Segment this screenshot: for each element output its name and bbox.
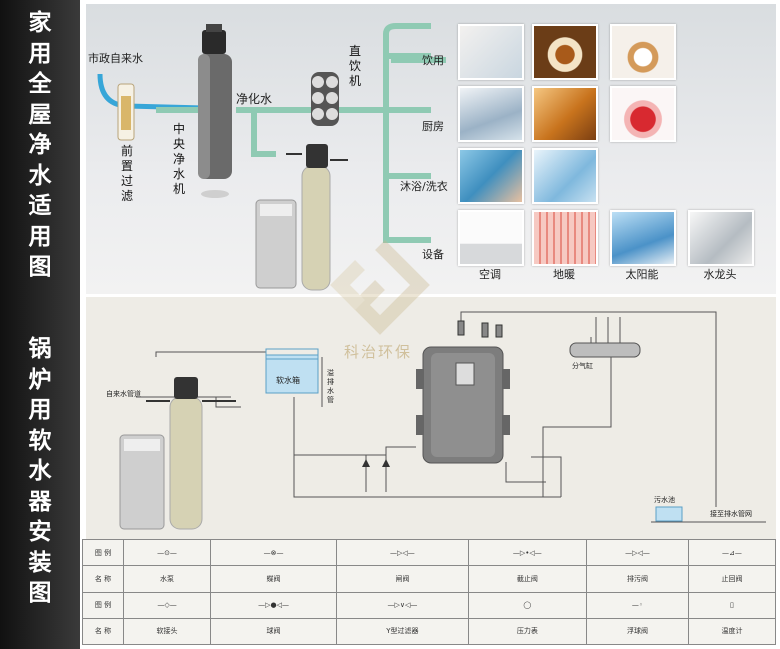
legend-table: 图 例 —⊙— —⊗— —▷◁— —▷•◁— —▷◁— —⊿— 名 称 水泵 蝶… <box>82 538 777 646</box>
legend-name: 闸阀 <box>336 565 469 593</box>
legend-header: 图 例 <box>82 538 124 567</box>
floor-heating-photo <box>532 210 598 266</box>
legend-header: 名 称 <box>82 617 124 646</box>
legend-name: 浮球阀 <box>585 617 689 646</box>
legend-name: 蝶阀 <box>210 565 338 593</box>
pipe-network <box>97 23 446 291</box>
central-purifier-label: 中央净水机 <box>172 122 185 196</box>
title-char: 用 <box>28 40 52 67</box>
symbol-ball-valve: —▷●◁— <box>210 591 338 619</box>
brine-tank-bottom <box>119 434 165 530</box>
pump-1 <box>362 459 370 467</box>
washer-photo <box>532 148 598 204</box>
device-faucet-label: 水龙头 <box>703 268 737 281</box>
legend-name: 止回阀 <box>687 565 777 593</box>
title-char: 家 <box>28 10 52 36</box>
purified-water-label: 净化水 <box>236 92 273 106</box>
legend-name: 排污阀 <box>585 565 689 593</box>
legend-row-symbols-2: 图 例 —◇— —▷●◁— —▷∨◁— ◯ —◦ ▯ <box>82 591 777 619</box>
legend-row-names-1: 名 称 水泵 蝶阀 闸阀 截止阀 排污阀 止回阀 <box>82 565 777 593</box>
dessert-photo <box>610 24 676 80</box>
symbol-thermometer: ▯ <box>687 591 777 619</box>
title-char: 适 <box>28 193 52 219</box>
title-boiler-softener: 锅炉用软水器安装图 <box>0 334 80 609</box>
drain-line-label: 接至排水管网 <box>710 510 752 518</box>
strawberry-photo <box>610 86 676 142</box>
legend-header: 名 称 <box>82 565 124 593</box>
symbol-pump: —⊙— <box>122 538 212 567</box>
title-char: 装 <box>28 549 52 576</box>
branch-equipment-label: 设备 <box>422 248 444 261</box>
tap-inlet-label: 自来水管道 <box>106 390 141 398</box>
title-char: 全 <box>28 71 52 97</box>
title-char: 安 <box>28 519 52 545</box>
device-ac-label: 空调 <box>479 268 501 281</box>
overflow-pipe-label: 溢排水管 <box>327 369 334 404</box>
softener-column-bottom <box>169 396 203 530</box>
legend-header: 图 例 <box>82 591 124 619</box>
symbol-gate-valve: —▷◁— <box>336 538 469 567</box>
legend-row-names-2: 名 称 软接头 球阀 Y型过滤器 压力表 浮球阀 温度计 <box>82 617 777 646</box>
device-floor-heating-label: 地暖 <box>553 268 575 281</box>
title-char: 软 <box>28 427 52 454</box>
symbol-y-strainer: —▷∨◁— <box>336 591 469 619</box>
symbol-flex-joint: —◇— <box>122 591 212 619</box>
title-char: 净 <box>28 132 52 158</box>
symbol-pressure-gauge: ◯ <box>467 591 587 619</box>
title-char: 屋 <box>28 101 52 128</box>
soft-tank-label: 软水箱 <box>276 376 300 385</box>
legend-name: 温度计 <box>687 617 777 646</box>
shower-photo <box>458 148 524 204</box>
legend-name: 软接头 <box>122 617 212 646</box>
direct-drinking-label: 直饮机 <box>348 44 361 88</box>
municipal-water-label: 市政自来水 <box>88 52 143 65</box>
title-char: 水 <box>28 162 52 189</box>
device-solar-label: 太阳能 <box>625 268 659 281</box>
title-home-purification: 家用全屋净水适用图 <box>0 8 80 283</box>
symbol-blowdown-valve: —▷◁— <box>585 538 689 567</box>
watermark-text: 科治环保 <box>344 343 413 361</box>
title-char: 水 <box>28 458 52 484</box>
side-title-bar: 家用全屋净水适用图 锅炉用软水器安装图 <box>0 0 80 649</box>
symbol-check-valve: —⊿— <box>687 538 777 567</box>
symbol-float-valve: —◦ <box>585 591 689 619</box>
title-char: 用 <box>28 397 52 423</box>
tea-photo <box>532 24 598 80</box>
legend-name: Y型过滤器 <box>336 617 469 646</box>
legend-row-symbols-1: 图 例 —⊙— —⊗— —▷◁— —▷•◁— —▷◁— —⊿— <box>82 538 777 567</box>
branch-kitchen-label: 厨房 <box>422 120 444 133</box>
branch-drinking-label: 饮用 <box>422 54 444 67</box>
symbol-globe-valve: —▷•◁— <box>467 538 587 567</box>
boiler-schematic <box>119 311 766 530</box>
title-char: 图 <box>28 254 52 280</box>
title-char: 锅 <box>28 336 52 362</box>
soft-water-tank <box>265 354 319 394</box>
legend-name: 截止阀 <box>467 565 587 593</box>
sewage-pool-label: 污水池 <box>654 496 675 504</box>
sewage-pool <box>655 506 683 522</box>
title-char: 图 <box>28 580 52 606</box>
title-char: 用 <box>28 223 52 250</box>
pre-filter-label: 前置过滤 <box>120 144 133 203</box>
title-char: 器 <box>28 488 52 515</box>
legend-name: 水泵 <box>122 565 212 593</box>
branch-bath-laundry-label: 沐浴/洗衣 <box>400 180 448 193</box>
air-conditioner-photo <box>458 210 524 266</box>
watermark-logo <box>330 240 430 335</box>
municipal-pipe <box>97 73 205 111</box>
cooking-photo <box>532 86 598 142</box>
steam-header <box>569 342 641 358</box>
symbol-butterfly-valve: —⊗— <box>210 538 338 567</box>
kitchen-photo <box>458 86 524 142</box>
title-char: 炉 <box>28 366 52 393</box>
brine-tank-top <box>255 199 297 289</box>
pump-2 <box>382 459 390 467</box>
home-purification-diagram: 市政自来水 前置过滤 中央净水机 净化水 直饮机 饮用 厨房 沐浴/洗衣 设备 … <box>86 4 776 294</box>
solar-panel-photo <box>610 210 676 266</box>
water-glass-photo <box>458 24 524 80</box>
legend-name: 压力表 <box>467 617 587 646</box>
steam-header-label: 分气缸 <box>572 362 593 370</box>
faucet-photo <box>688 210 754 266</box>
legend-name: 球阀 <box>210 617 338 646</box>
